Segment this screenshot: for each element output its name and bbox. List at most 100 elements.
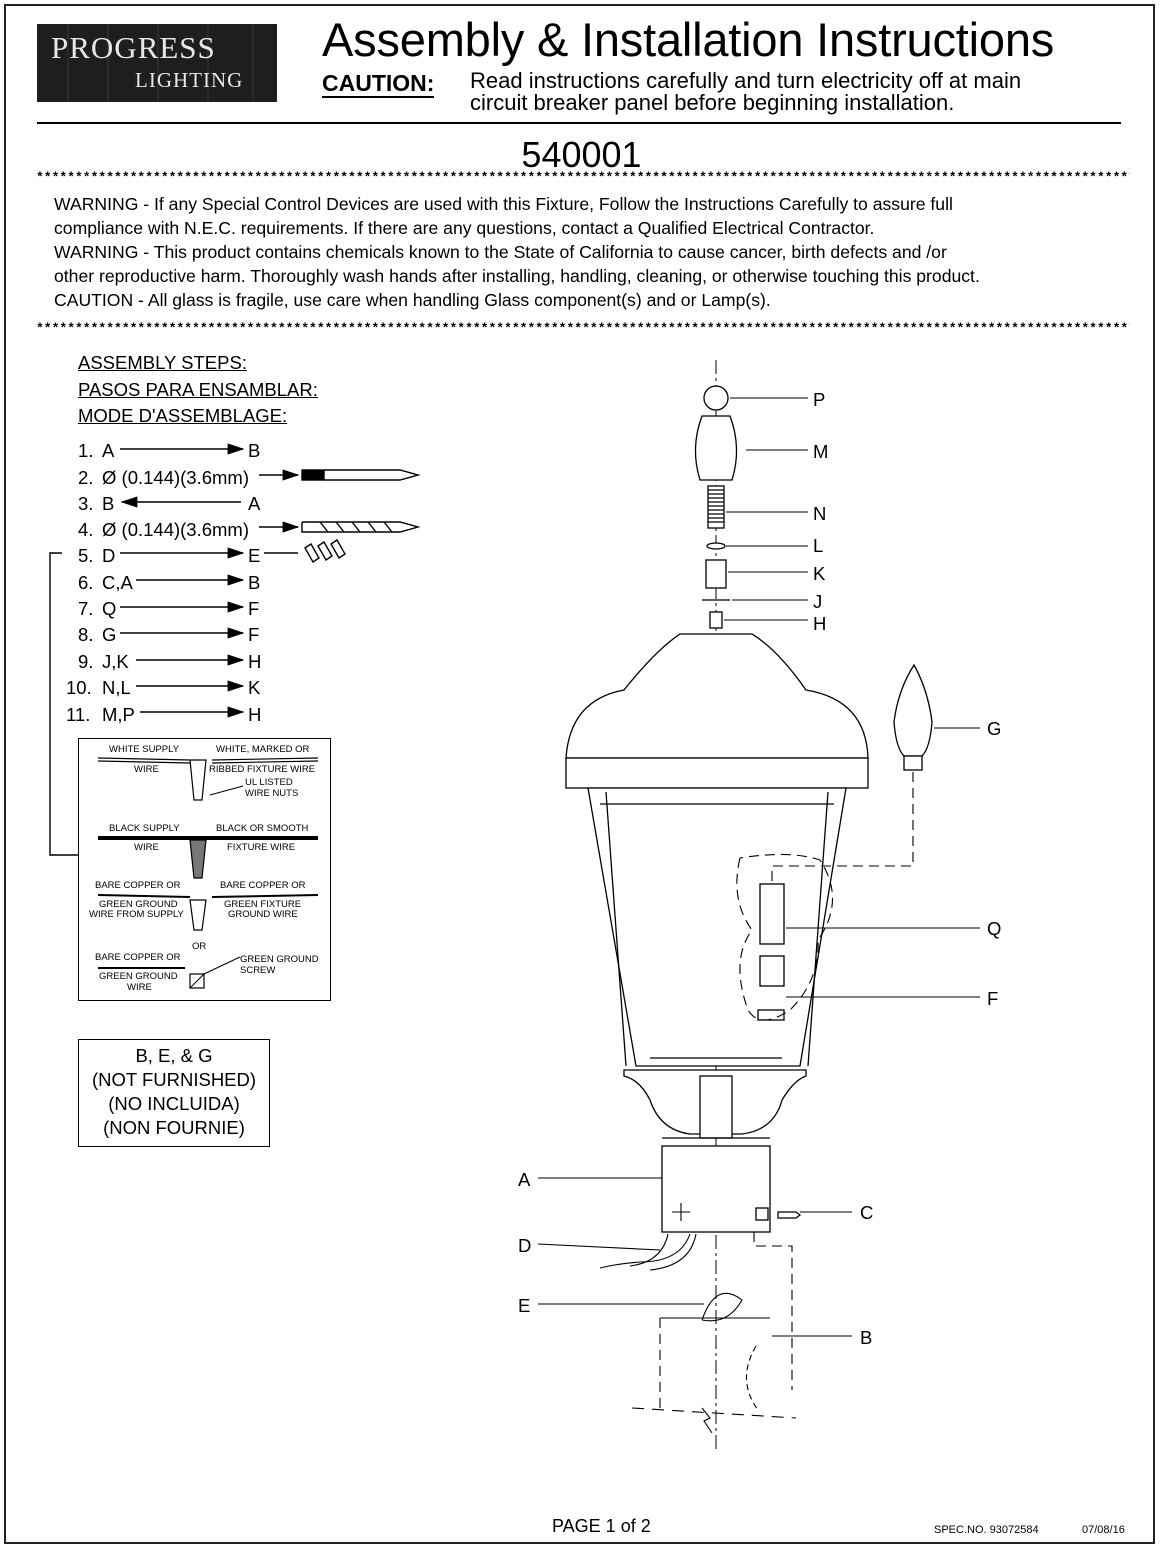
callout-k: K bbox=[813, 563, 826, 584]
callout-a: A bbox=[518, 1169, 531, 1190]
wiring-diagram: WHITE SUPPLY WIRE WHITE, MARKED OR RIBBE… bbox=[78, 738, 331, 1001]
not-furnished-line: B, E, & G bbox=[135, 1045, 213, 1066]
callout-c: C bbox=[860, 1202, 874, 1223]
socket-f bbox=[759, 955, 785, 987]
step-num: 6. bbox=[78, 572, 94, 593]
wire-nut bbox=[189, 759, 207, 801]
lamp-g bbox=[893, 663, 933, 757]
wire-label: GREEN GROUND bbox=[99, 971, 178, 982]
step-to: E bbox=[248, 545, 261, 566]
step-to: F bbox=[248, 624, 260, 645]
wire-label: BLACK OR SMOOTH bbox=[216, 823, 309, 834]
wire-nuts-icon bbox=[304, 539, 346, 563]
lamp-path bbox=[771, 772, 914, 882]
warning-line: other reproductive harm. Thoroughly wash… bbox=[54, 266, 980, 286]
callout-e: E bbox=[518, 1295, 531, 1316]
wire-label: UL LISTED bbox=[245, 777, 293, 788]
step-to: B bbox=[248, 572, 261, 593]
wire-label: WIRE FROM SUPPLY bbox=[89, 909, 184, 920]
callout-l: L bbox=[813, 535, 824, 556]
warning-line: compliance with N.E.C. requirements. If … bbox=[54, 218, 875, 238]
fixture-glass bbox=[587, 787, 847, 1067]
caution-label: CAUTION: bbox=[322, 70, 435, 98]
post-edge bbox=[753, 1232, 793, 1390]
not-furnished-line: (NOT FURNISHED) bbox=[91, 1069, 257, 1090]
fixture-rim bbox=[565, 757, 869, 789]
wire-label: BARE COPPER OR bbox=[220, 880, 306, 891]
wire-label: GREEN GROUND bbox=[99, 899, 178, 910]
logo-line2: LIGHTING bbox=[135, 68, 244, 92]
step-num: 9. bbox=[78, 651, 94, 672]
spec-date: 07/08/16 bbox=[1082, 1524, 1125, 1536]
page-border bbox=[4, 4, 1155, 1544]
step-to: A bbox=[248, 493, 261, 514]
step-from: N,L bbox=[102, 677, 131, 698]
washer-l bbox=[706, 542, 726, 550]
pencil-icon bbox=[324, 469, 421, 481]
callout-p: P bbox=[813, 389, 826, 410]
step-to: H bbox=[248, 704, 262, 725]
callout-f: F bbox=[987, 988, 999, 1009]
step-num: 7. bbox=[78, 598, 94, 619]
wire-label: FIXTURE WIRE bbox=[227, 842, 296, 853]
step-num: 8. bbox=[78, 624, 94, 645]
nipple-h bbox=[709, 611, 723, 629]
separator-bottom: ****************************************… bbox=[36, 321, 1130, 336]
callout-g: G bbox=[987, 718, 1002, 739]
model-number: 540001 bbox=[521, 134, 642, 175]
caution-text: Read instructions carefully and turn ele… bbox=[470, 70, 1021, 114]
pencil-icon bbox=[301, 469, 325, 481]
caution-line: circuit breaker panel before beginning i… bbox=[470, 90, 955, 115]
wire-nut bbox=[189, 839, 207, 879]
wire-label: BARE COPPER OR bbox=[95, 880, 181, 891]
header-rule bbox=[37, 122, 1121, 124]
callout-b: B bbox=[860, 1327, 873, 1348]
step-to: K bbox=[248, 677, 261, 698]
step-from: Q bbox=[102, 598, 117, 619]
not-furnished-line: (NON FOURNIE) bbox=[103, 1117, 245, 1138]
ground-wire bbox=[97, 894, 191, 898]
bracket-line bbox=[49, 552, 78, 856]
leader-d bbox=[537, 1243, 661, 1251]
white-wire bbox=[97, 757, 191, 761]
step-num: 5. bbox=[78, 545, 94, 566]
screw-c bbox=[777, 1211, 802, 1219]
wire-label: RIBBED FIXTURE WIRE bbox=[209, 764, 316, 775]
wire-label: WIRE bbox=[134, 842, 159, 853]
step-num: 2. bbox=[78, 467, 94, 488]
page-title: Assembly & Installation Instructions bbox=[322, 13, 1055, 66]
wire-label: WIRE bbox=[134, 764, 159, 775]
finial-body-m bbox=[694, 415, 738, 481]
step-num: 3. bbox=[78, 493, 94, 514]
step-from: D bbox=[102, 545, 116, 566]
socket-base bbox=[757, 1009, 785, 1021]
detail-circle bbox=[736, 853, 834, 1021]
finial-p bbox=[703, 385, 729, 411]
callout-j: J bbox=[813, 591, 823, 612]
step-num: 10. bbox=[66, 677, 92, 698]
drill-bit-icon bbox=[301, 521, 421, 533]
wire-label: WIRE NUTS bbox=[245, 788, 299, 799]
set-screw bbox=[755, 1207, 769, 1221]
wire-label: GREEN GROUND bbox=[240, 954, 319, 965]
step-from: C,A bbox=[102, 572, 133, 593]
progress-lighting-logo: PROGRESS LIGHTING bbox=[37, 24, 277, 102]
step-from: Ø (0.144)(3.6mm) bbox=[102, 519, 250, 540]
drill-bit-icon bbox=[319, 521, 393, 533]
assembly-heading-en: ASSEMBLY STEPS: bbox=[78, 352, 247, 373]
wire-label: WHITE, MARKED OR bbox=[216, 744, 310, 755]
caution-line: Read instructions carefully and turn ele… bbox=[470, 68, 1022, 93]
ground-screw bbox=[189, 973, 205, 989]
warning-line: WARNING - If any Special Control Devices… bbox=[54, 194, 953, 214]
wire-label: SCREW bbox=[240, 965, 276, 976]
post-adapter-a bbox=[661, 1145, 771, 1233]
step-to: H bbox=[248, 651, 262, 672]
step-to: B bbox=[248, 440, 261, 461]
step-from: B bbox=[102, 493, 115, 514]
step-num: 4. bbox=[78, 519, 94, 540]
step-num: 1. bbox=[78, 440, 94, 461]
photo-control-q bbox=[759, 883, 785, 945]
assembly-heading-fr: MODE D'ASSEMBLAGE: bbox=[78, 405, 288, 426]
logo-line1: PROGRESS bbox=[51, 30, 216, 65]
wire-label: BARE COPPER OR bbox=[95, 952, 181, 963]
